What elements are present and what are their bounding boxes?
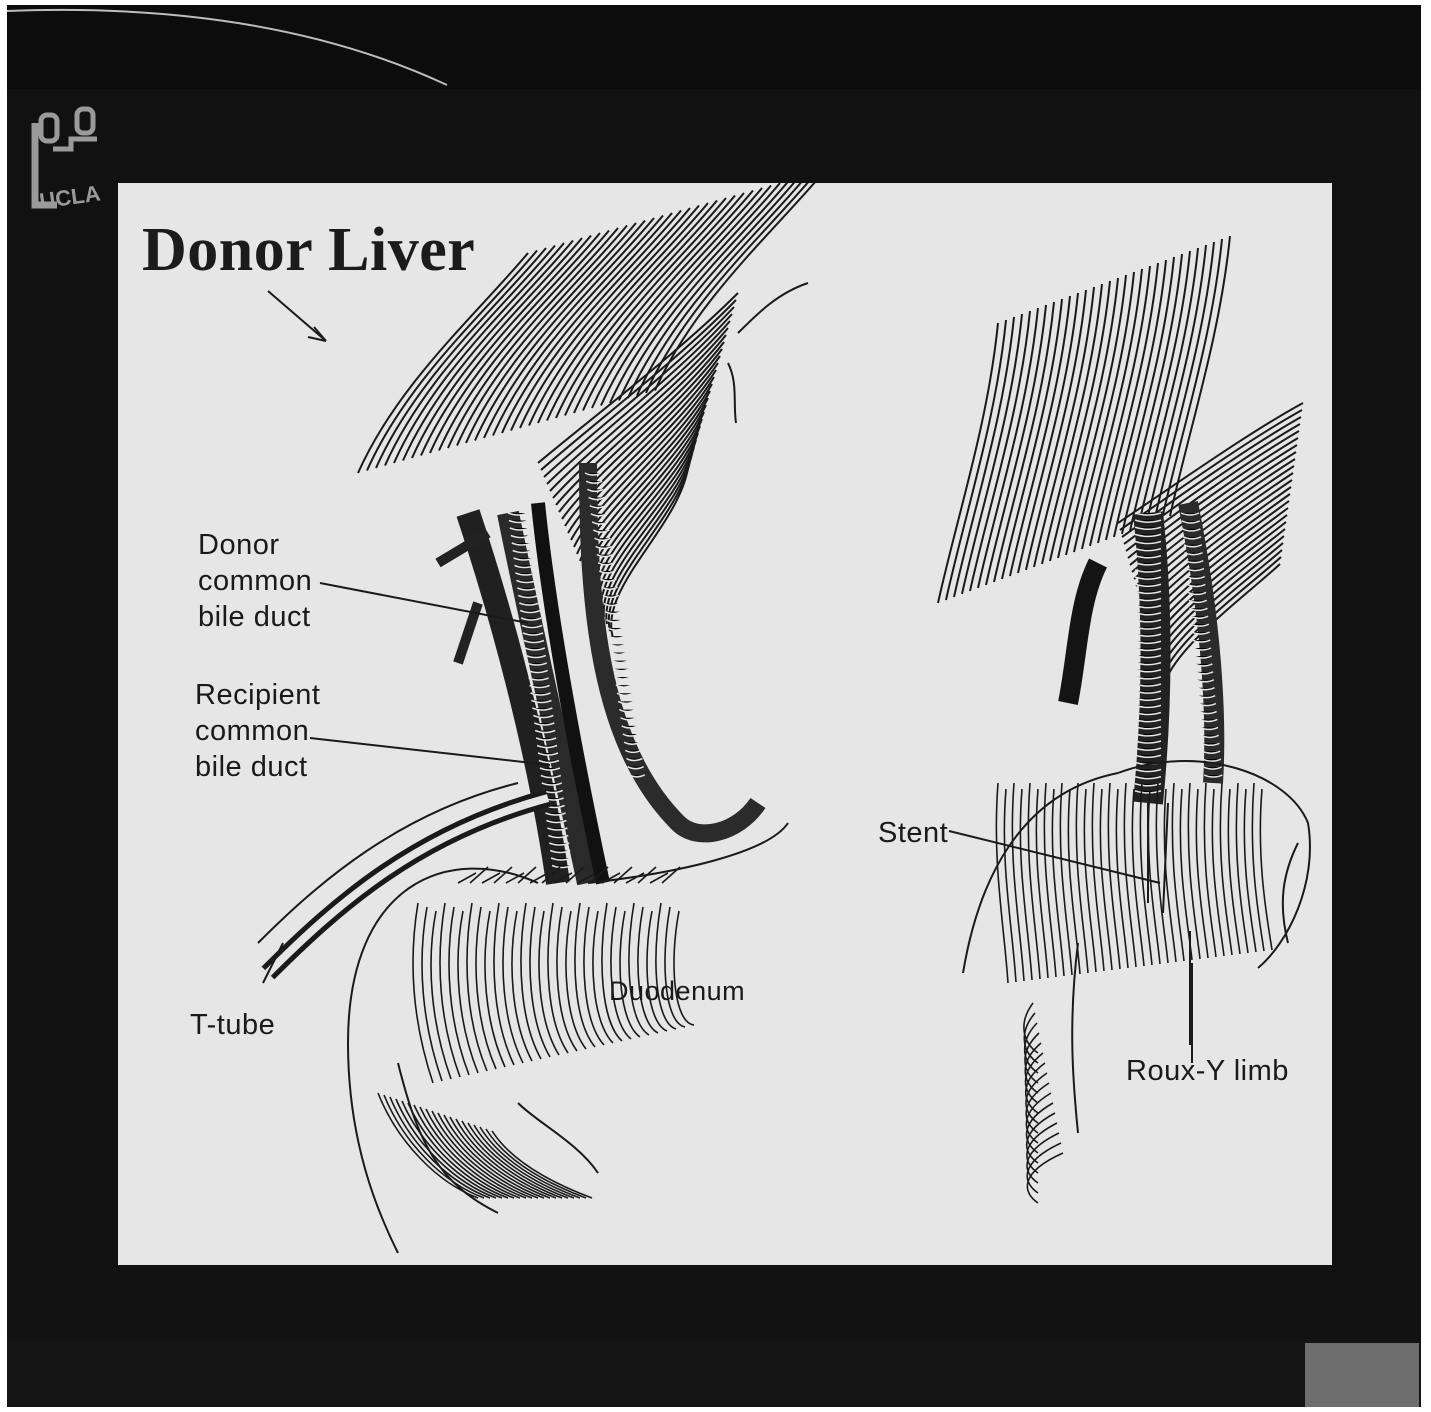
label-roux-y-limb: Roux-Y limb — [1126, 1053, 1289, 1089]
label-stent: Stent — [878, 815, 948, 851]
t-tube-drawing — [258, 783, 548, 983]
roux-y-hatching — [996, 783, 1272, 1203]
ucla-logo: UCLA — [27, 105, 111, 217]
label-duodenum: Duodenum — [609, 973, 745, 1009]
label-t-tube: T-tube — [190, 1007, 275, 1043]
diagram-slide: Donor Liver Donor common bile duct Recip… — [118, 183, 1332, 1265]
corner-block — [1305, 1343, 1419, 1407]
right-liver-hatching — [938, 236, 1303, 684]
top-arc — [7, 5, 1421, 89]
ucla-logo-text: UCLA — [38, 180, 102, 213]
slide-title: Donor Liver — [142, 215, 475, 285]
top-band — [7, 5, 1421, 89]
label-recipient-common-bile-duct: Recipient common bile duct — [195, 677, 320, 785]
label-donor-common-bile-duct: Donor common bile duct — [198, 527, 312, 635]
title-arrow-line — [268, 291, 326, 341]
recipient-cbd-pointer — [310, 738, 550, 765]
bottom-band — [7, 1339, 1421, 1407]
left-duodenum-hatching — [378, 867, 694, 1198]
